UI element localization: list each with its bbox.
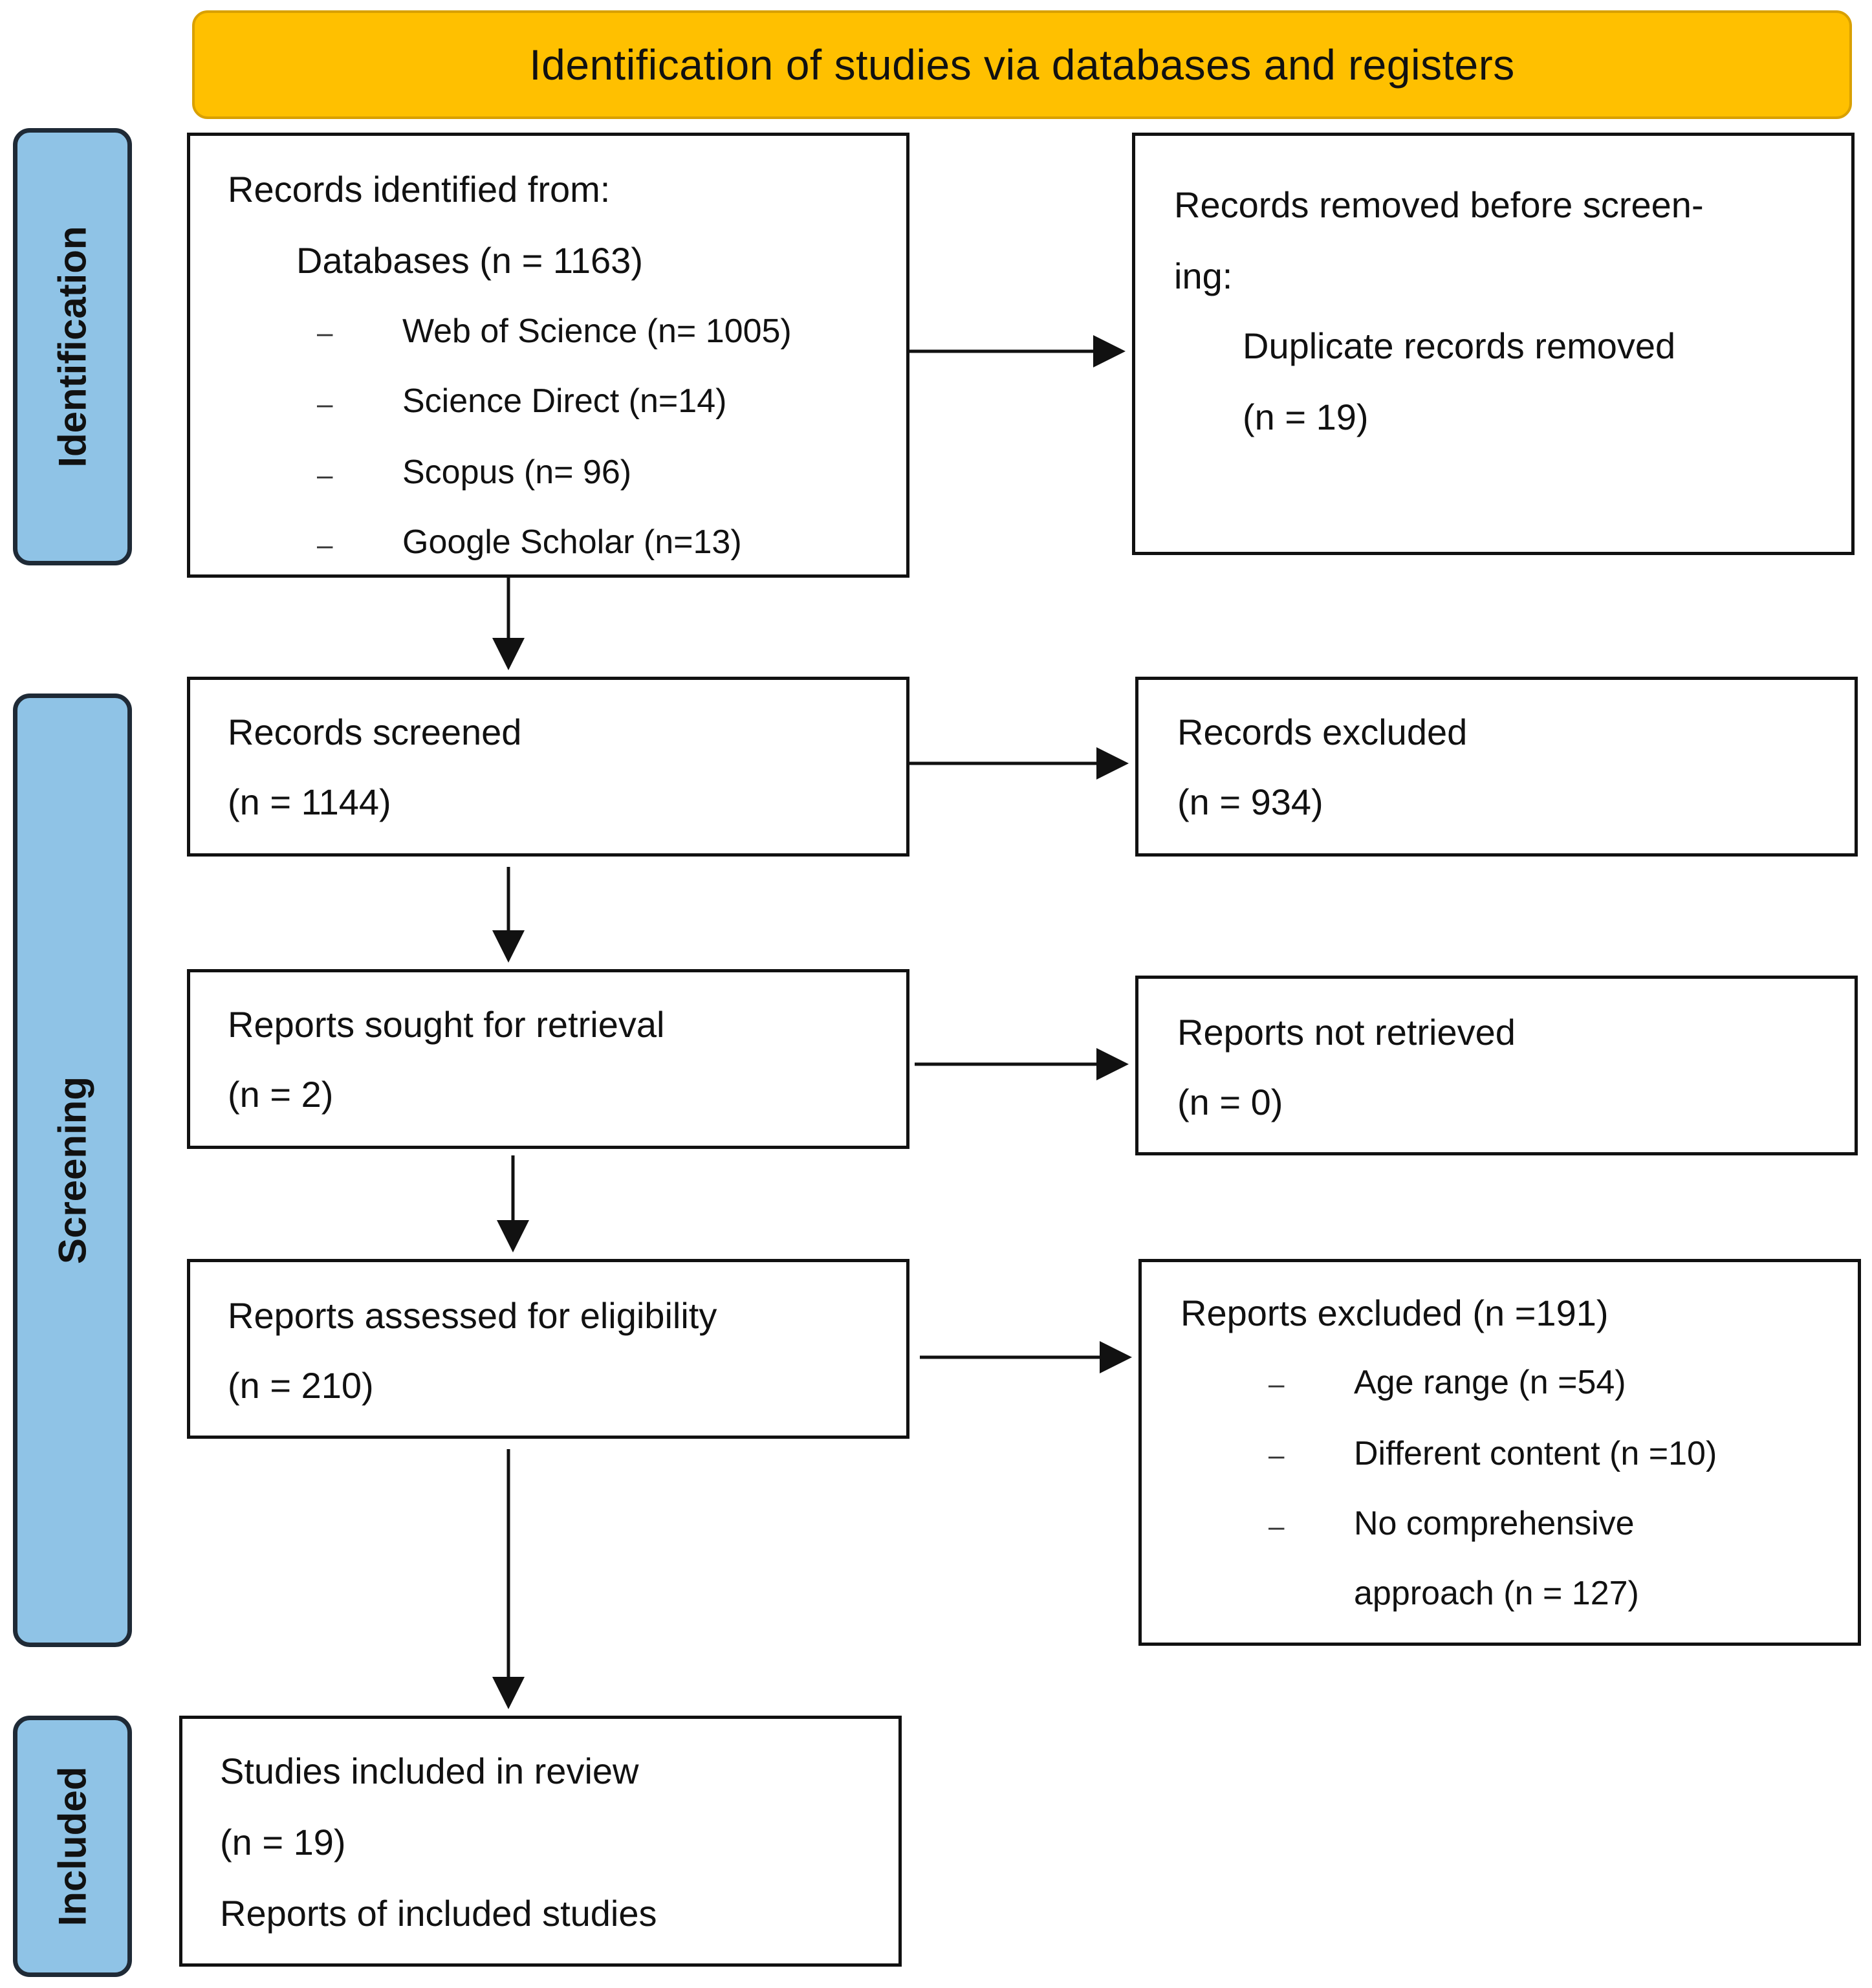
reports-included-label: Reports of included studies bbox=[220, 1893, 657, 1934]
source-web-of-science: Web of Science (n= 1005) bbox=[402, 312, 792, 350]
bullet-dash: – bbox=[317, 529, 333, 561]
studies-included-box: Studies included in review (n = 19) Repo… bbox=[179, 1716, 902, 1967]
records-identified-heading: Records identified from: bbox=[228, 169, 611, 210]
duplicates-label: Duplicate records removed bbox=[1243, 325, 1676, 366]
source-google-scholar: Google Scholar (n=13) bbox=[402, 523, 742, 561]
reason-no-comprehensive-cont: approach (n = 127) bbox=[1354, 1575, 1639, 1612]
duplicates-count: (n = 19) bbox=[1243, 397, 1369, 437]
reports-not-retrieved-label: Reports not retrieved bbox=[1177, 1012, 1516, 1053]
bullet-dash: – bbox=[317, 459, 333, 491]
reports-not-retrieved-count: (n = 0) bbox=[1177, 1082, 1283, 1122]
databases-total: Databases (n = 1163) bbox=[296, 240, 643, 281]
reports-sought-box: Reports sought for retrieval (n = 2) bbox=[187, 969, 909, 1149]
studies-included-label: Studies included in review bbox=[220, 1751, 639, 1791]
header-banner: Identification of studies via databases … bbox=[192, 10, 1852, 119]
records-screened-box: Records screened (n = 1144) bbox=[187, 677, 909, 857]
records-removed-line2: ing: bbox=[1174, 256, 1233, 296]
bullet-dash: – bbox=[1268, 1511, 1285, 1542]
records-excluded-label: Records excluded bbox=[1177, 712, 1468, 752]
stage-identification: Identification bbox=[13, 128, 132, 565]
reason-no-comprehensive: No comprehensive bbox=[1354, 1505, 1635, 1542]
reason-different-content: Different content (n =10) bbox=[1354, 1435, 1717, 1472]
reports-assessed-count: (n = 210) bbox=[228, 1365, 374, 1406]
reports-sought-count: (n = 2) bbox=[228, 1074, 334, 1115]
source-scopus: Scopus (n= 96) bbox=[402, 453, 632, 491]
reports-sought-label: Reports sought for retrieval bbox=[228, 1004, 665, 1045]
reports-assessed-box: Reports assessed for eligibility (n = 21… bbox=[187, 1259, 909, 1439]
reports-assessed-label: Reports assessed for eligibility bbox=[228, 1295, 717, 1336]
bullet-dash: – bbox=[1268, 1368, 1285, 1400]
records-removed-box: Records removed before screen- ing: Dupl… bbox=[1132, 133, 1855, 555]
reports-excluded-heading: Reports excluded (n =191) bbox=[1181, 1293, 1609, 1333]
records-removed-line1: Records removed before screen- bbox=[1174, 184, 1704, 225]
bullet-dash: – bbox=[317, 388, 333, 420]
records-excluded-count: (n = 934) bbox=[1177, 781, 1323, 822]
stage-screening: Screening bbox=[13, 694, 132, 1647]
records-screened-label: Records screened bbox=[228, 712, 522, 752]
stage-included: Included bbox=[13, 1716, 132, 1977]
reports-not-retrieved-box: Reports not retrieved (n = 0) bbox=[1135, 976, 1858, 1155]
reason-age-range: Age range (n =54) bbox=[1354, 1364, 1626, 1401]
bullet-dash: – bbox=[1268, 1439, 1285, 1471]
banner-title: Identification of studies via databases … bbox=[529, 41, 1515, 89]
reports-excluded-box: Reports excluded (n =191) – Age range (n… bbox=[1138, 1259, 1861, 1646]
records-screened-count: (n = 1144) bbox=[228, 781, 391, 822]
source-science-direct: Science Direct (n=14) bbox=[402, 382, 727, 420]
records-identified-box: Records identified from: Databases (n = … bbox=[187, 133, 909, 578]
bullet-dash: – bbox=[317, 317, 333, 349]
studies-included-count: (n = 19) bbox=[220, 1822, 346, 1862]
records-excluded-box: Records excluded (n = 934) bbox=[1135, 677, 1858, 857]
